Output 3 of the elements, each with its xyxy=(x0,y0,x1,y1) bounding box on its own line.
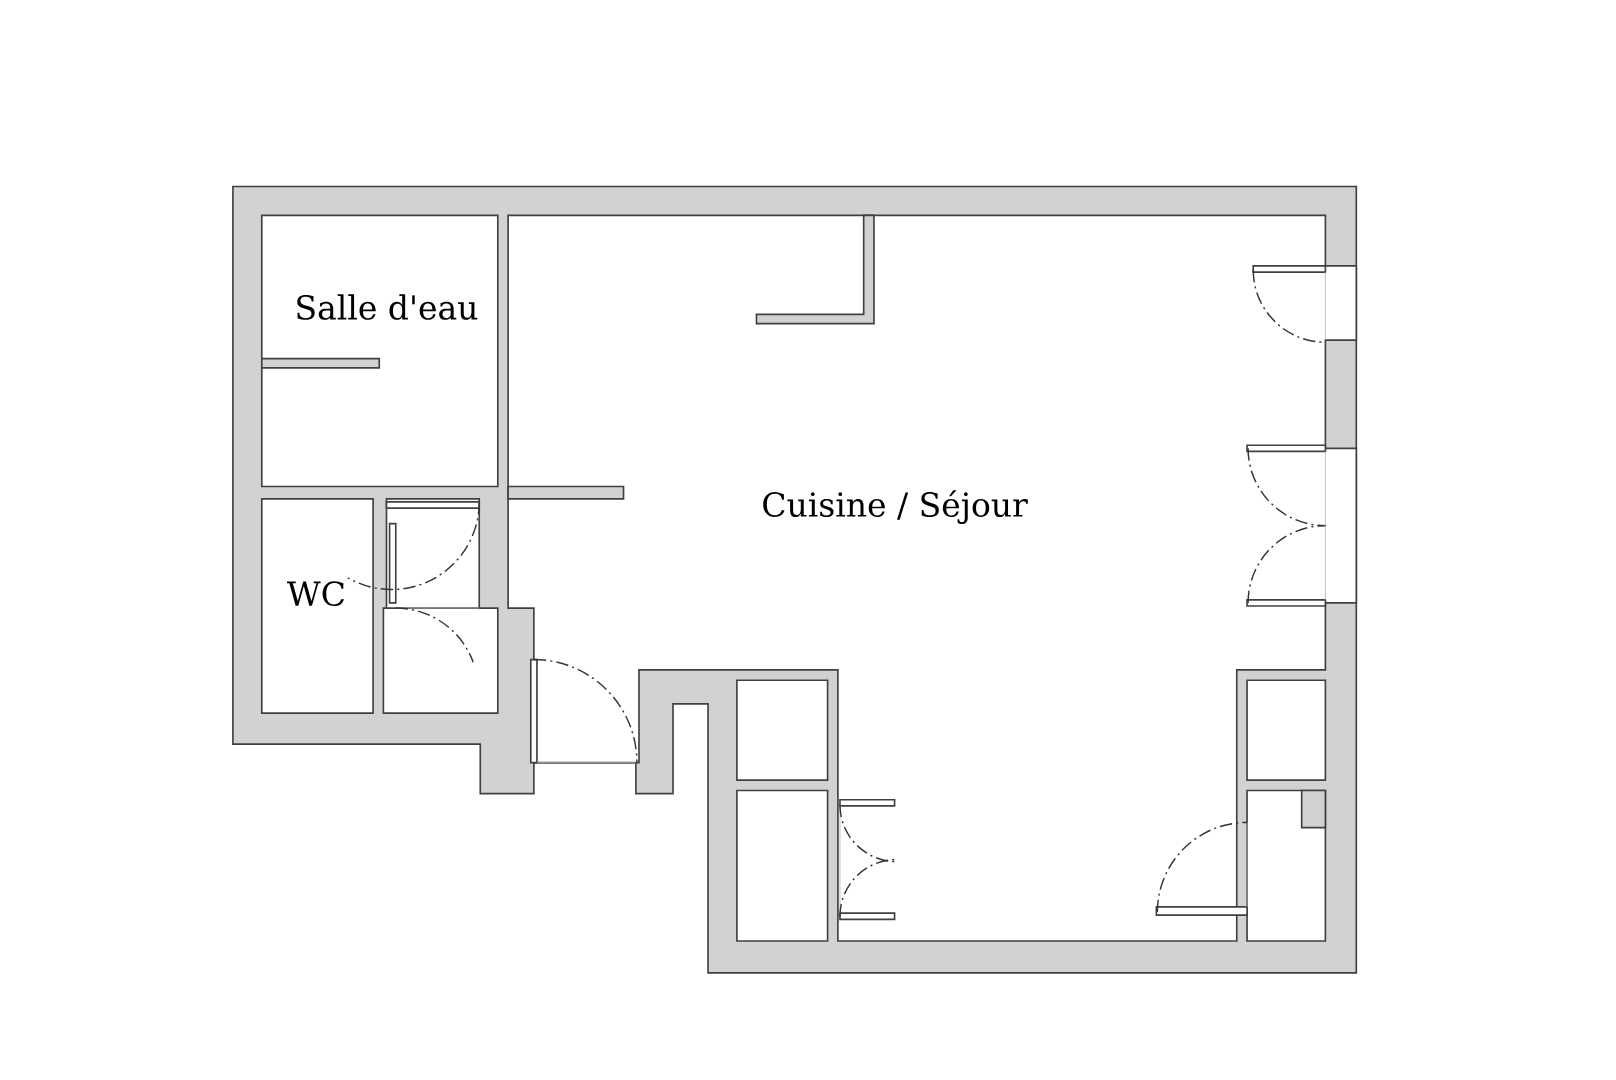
room-label: Salle d'eau xyxy=(297,294,478,320)
room-label: Cuisine / Séjour xyxy=(763,490,1028,524)
room-label: WC xyxy=(287,581,344,607)
